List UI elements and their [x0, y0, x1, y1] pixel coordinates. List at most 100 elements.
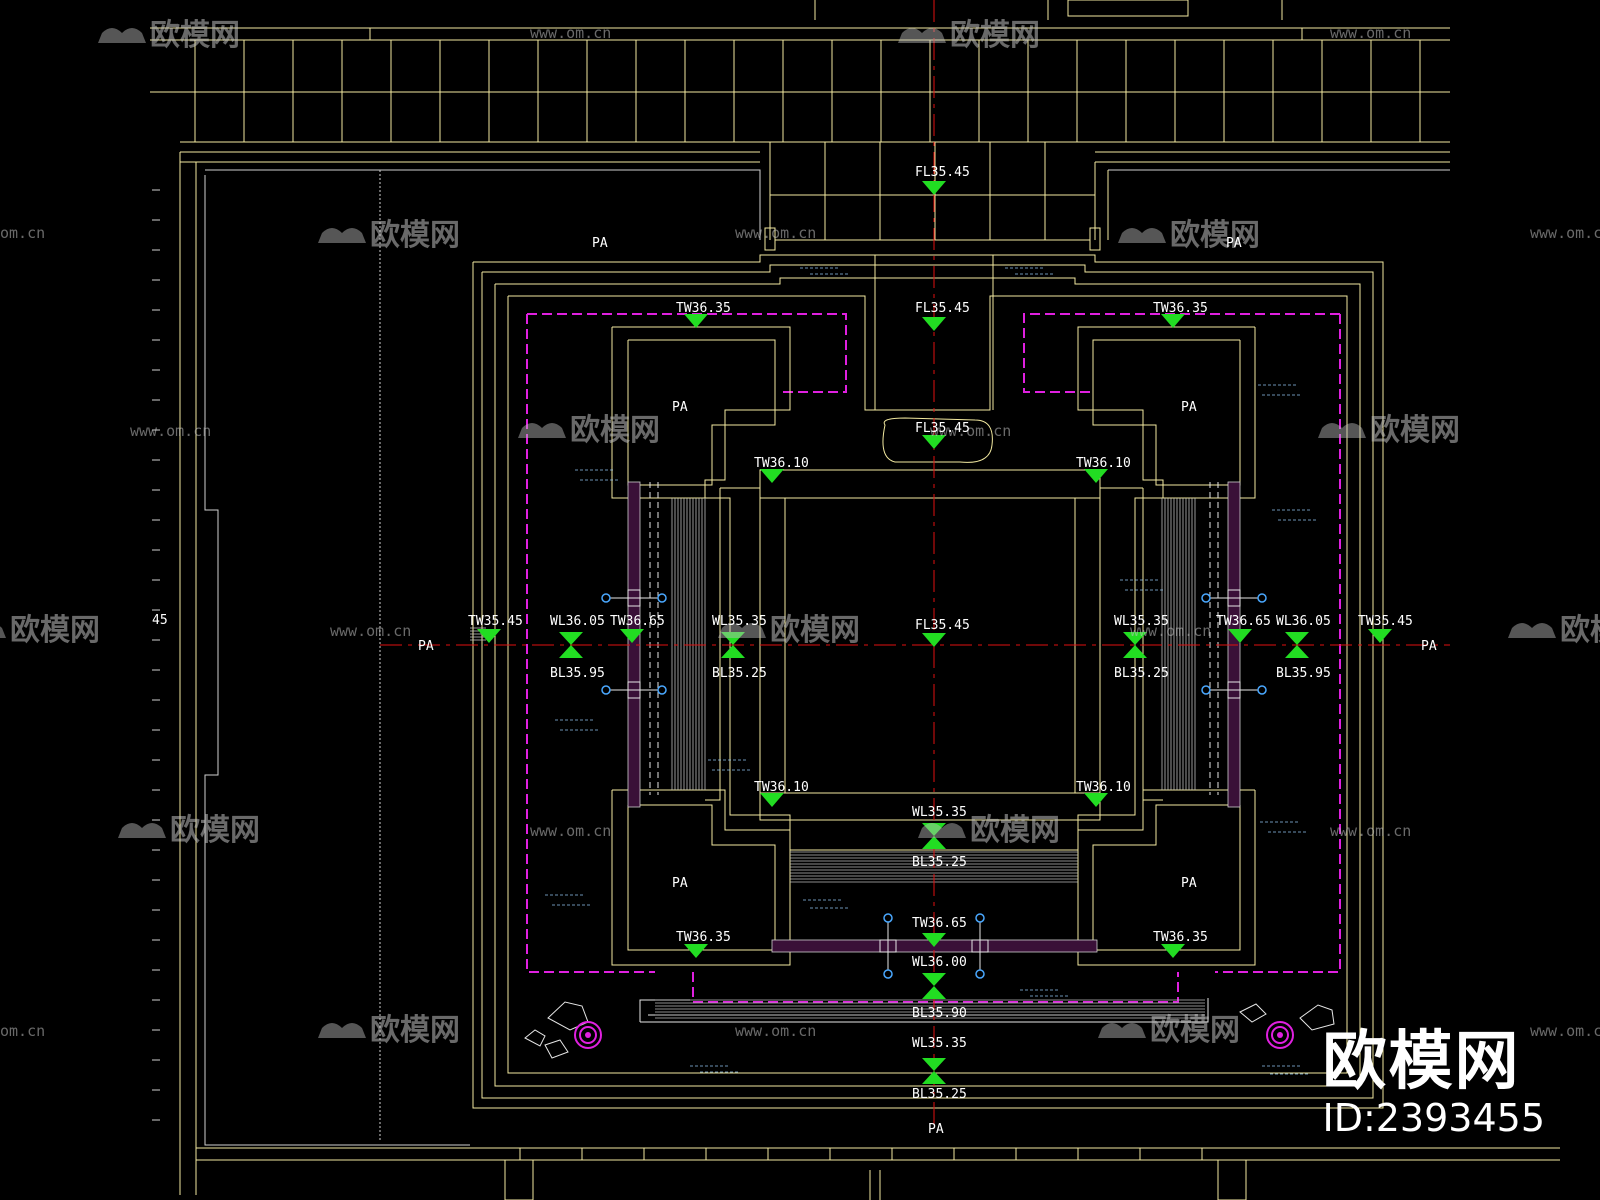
- tw-inner-br-label: TW36.10: [1076, 780, 1131, 795]
- watermark-url-text: om.cn: [0, 1022, 45, 1040]
- watermark-brand-text: 欧模网: [150, 18, 240, 53]
- watermark-layer: 欧模网欧模网欧模网欧模网欧模网欧模网欧模网欧模网欧模网欧模网欧模网欧模网欧模网w…: [0, 18, 1600, 1048]
- water-level-marker-icon: [1123, 632, 1147, 645]
- tw-top-right-label: TW36.35: [1153, 301, 1208, 316]
- watermark-url-text: www.om.cn: [735, 224, 816, 242]
- watermark-url-text: www.om.cn: [930, 422, 1011, 440]
- pa-bottom-label: PA: [928, 1122, 944, 1137]
- bottom-level-marker-icon: [922, 836, 946, 849]
- pa-inner-tl-label: PA: [672, 400, 688, 415]
- watermark-brand-text: 欧模网: [1170, 218, 1260, 253]
- tw-right-outer-label: TW35.45: [1358, 614, 1413, 629]
- elevation-marker-icon: [684, 944, 708, 958]
- watermark-brand: 欧模网: [918, 813, 1060, 848]
- watermark-brand: 欧模网: [318, 218, 460, 253]
- water-level-marker-icon: [922, 1058, 946, 1071]
- tw-bottom-center-label: TW36.65: [912, 916, 967, 931]
- bl-bottom-2-label: BL35.90: [912, 1006, 967, 1021]
- bottom-level-marker-icon: [559, 645, 583, 658]
- right-planter: [1094, 161, 1450, 240]
- wl-left-inner-label: WL35.35: [712, 614, 767, 629]
- wl-right-inner-label: WL35.35: [1114, 614, 1169, 629]
- watermark-brand: 欧模网: [1098, 1013, 1240, 1048]
- watermark-brand: 欧模网: [1318, 413, 1460, 448]
- fl-top-stone-label: FL35.45: [915, 421, 970, 436]
- pa-inner-bl-label: PA: [672, 876, 688, 891]
- tw-top-left-label: TW36.35: [676, 301, 731, 316]
- tw-right-inner-label: TW36.65: [1216, 614, 1271, 629]
- water-ripples: [545, 267, 1318, 1075]
- bl-left-outer-label: BL35.95: [550, 666, 605, 681]
- elevation-marker-icon: [1084, 469, 1108, 483]
- tw-inner-bl-label: TW36.10: [754, 780, 809, 795]
- bottom-level-marker-icon: [721, 645, 745, 658]
- partial-left-label: 45: [152, 613, 168, 628]
- watermark-url-text: www.om.cn: [735, 1022, 816, 1040]
- water-level-marker-icon: [922, 973, 946, 986]
- tw-bottom-left-label: TW36.35: [676, 930, 731, 945]
- pipe-fitting-icon: [601, 589, 667, 607]
- fl-top-outside-label: FL35.45: [915, 165, 970, 180]
- model-id: ID:2393455: [1322, 1096, 1545, 1140]
- pond-outer-frames: [472, 227, 1384, 1109]
- bl-right-outer-label: BL35.95: [1276, 666, 1331, 681]
- watermark-brand-text: 欧模网: [10, 613, 100, 648]
- wl-bottom-3-label: WL35.35: [912, 1036, 967, 1051]
- tw-inner-tl-label: TW36.10: [754, 456, 809, 471]
- watermark-url-text: www.om.cn: [330, 622, 411, 640]
- elevation-markers: [477, 181, 1392, 1084]
- watermark-brand: 欧模网: [118, 813, 260, 848]
- elevation-marker-icon: [922, 435, 946, 449]
- tw-left-inner-label: TW36.65: [610, 614, 665, 629]
- watermark-url-text: www.om.cn: [130, 422, 211, 440]
- rocks-and-drains: [524, 1001, 1335, 1059]
- bottom-level-marker-icon: [922, 986, 946, 999]
- pipe-fitting-icon: [601, 681, 667, 699]
- elevation-marker-icon: [477, 629, 501, 643]
- elevation-marker-icon: [1228, 629, 1252, 643]
- watermark-url-text: www.om.cn: [1530, 1022, 1600, 1040]
- elevation-marker-icon: [684, 314, 708, 328]
- watermark-brand-text: 欧模网: [970, 813, 1060, 848]
- watermark-url-text: www.om.cn: [1330, 822, 1411, 840]
- elevation-marker-icon: [1161, 944, 1185, 958]
- watermark-brand: 欧模网: [0, 613, 100, 648]
- pa-labels: PA PA PA PA PA PA PA PA PA: [418, 236, 1437, 1137]
- watermark-brand: 欧模网: [98, 18, 240, 53]
- elevation-labels: FL35.45 FL35.45 FL35.45 FL35.45 TW36.35 …: [152, 165, 1413, 1102]
- pipe-fittings: [601, 589, 1267, 979]
- drain-icon: [1266, 1021, 1294, 1049]
- bl-bottom-1-label: BL35.25: [912, 855, 967, 870]
- watermark-brand-text: 欧模网: [570, 413, 660, 448]
- fl-center-label: FL35.45: [915, 618, 970, 633]
- elevation-marker-icon: [1368, 629, 1392, 643]
- wl-right-outer-label: WL36.05: [1276, 614, 1331, 629]
- wl-bottom-2-label: WL36.00: [912, 955, 967, 970]
- tw-bottom-right-label: TW36.35: [1153, 930, 1208, 945]
- pipe-fitting-icon: [1201, 589, 1267, 607]
- watermark-brand-text: 欧模网: [1560, 613, 1600, 648]
- watermark-brand-text: 欧模网: [1370, 413, 1460, 448]
- bottom-level-marker-icon: [922, 1071, 946, 1084]
- wl-bottom-1-label: WL35.35: [912, 805, 967, 820]
- elevation-marker-icon: [922, 633, 946, 647]
- elevation-marker-icon: [922, 317, 946, 331]
- pa-inner-br-label: PA: [1181, 876, 1197, 891]
- pa-top-right-label: PA: [1226, 236, 1242, 251]
- pipe-fitting-icon: [971, 913, 989, 979]
- watermark-brand-text: 欧模网: [170, 813, 260, 848]
- elevation-marker-icon: [760, 793, 784, 807]
- wl-left-outer-label: WL36.05: [550, 614, 605, 629]
- water-level-marker-icon: [1285, 632, 1309, 645]
- watermark-brand: 欧模网: [1508, 613, 1600, 648]
- elevation-marker-icon: [922, 933, 946, 947]
- watermark-brand: 欧模网: [718, 613, 860, 648]
- watermark-url-text: www.om.cn: [1530, 224, 1600, 242]
- pa-inner-tr-label: PA: [1181, 400, 1197, 415]
- watermark-brand: 欧模网: [898, 18, 1040, 53]
- elevation-marker-icon: [1161, 314, 1185, 328]
- watermark-brand-text: 欧模网: [370, 218, 460, 253]
- elevation-marker-icon: [922, 181, 946, 195]
- watermark-brand-text: 欧模网: [770, 613, 860, 648]
- bl-bottom-3-label: BL35.25: [912, 1087, 967, 1102]
